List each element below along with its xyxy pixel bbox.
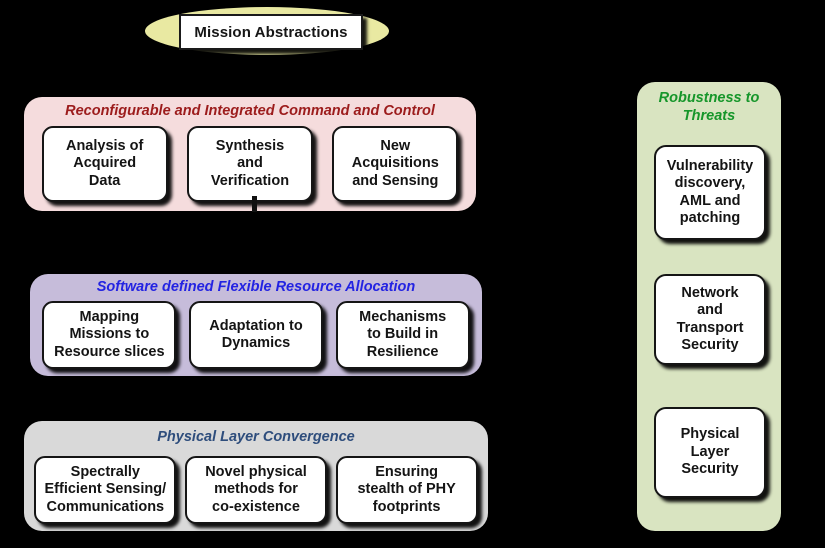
panel-physical-layer-convergence-title: Physical Layer Convergence — [157, 429, 355, 445]
panel-command-and-control-title: Reconfigurable and Integrated Command an… — [65, 103, 435, 119]
panel-robustness-to-threats-title: Robustness to Threats — [658, 90, 760, 124]
mission-abstractions-header: Mission Abstractions — [145, 4, 397, 62]
panel-software-defined-resource-allocation-title: Software defined Flexible Resource Alloc… — [96, 279, 416, 295]
panel-command-and-control: Reconfigurable and Integrated Command an… — [24, 97, 476, 211]
panel-software-defined-resource-allocation: Software defined Flexible Resource Alloc… — [30, 274, 482, 376]
mission-abstractions-label: Mission Abstractions — [194, 23, 348, 41]
connector-tick — [252, 196, 257, 212]
mission-abstractions-box[interactable]: Mission Abstractions — [179, 14, 363, 50]
